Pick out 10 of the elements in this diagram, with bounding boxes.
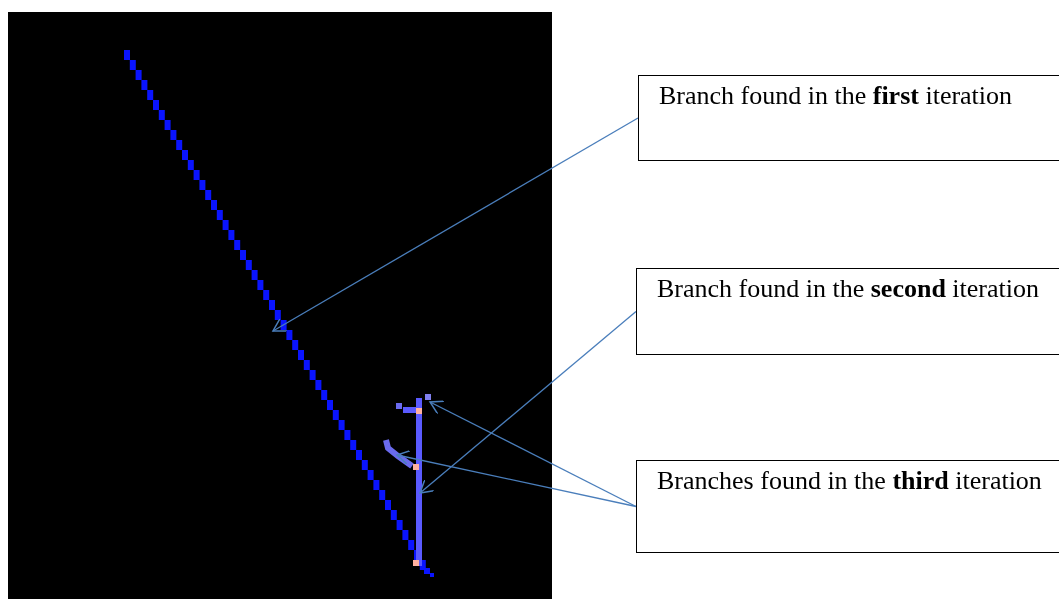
leader-arrow [272, 117, 639, 332]
callout-text: Branch found in the first iteration [659, 80, 1014, 112]
text-box [636, 268, 1059, 355]
text-box [636, 460, 1059, 553]
text-box [638, 75, 1059, 161]
leader-arrow [419, 310, 637, 494]
leader-arrow [429, 400, 637, 508]
leader-arrow [396, 449, 637, 508]
callout-text: Branches found in the third iteration [657, 465, 1043, 497]
callout-text: Branch found in the second iteration [657, 273, 1040, 305]
